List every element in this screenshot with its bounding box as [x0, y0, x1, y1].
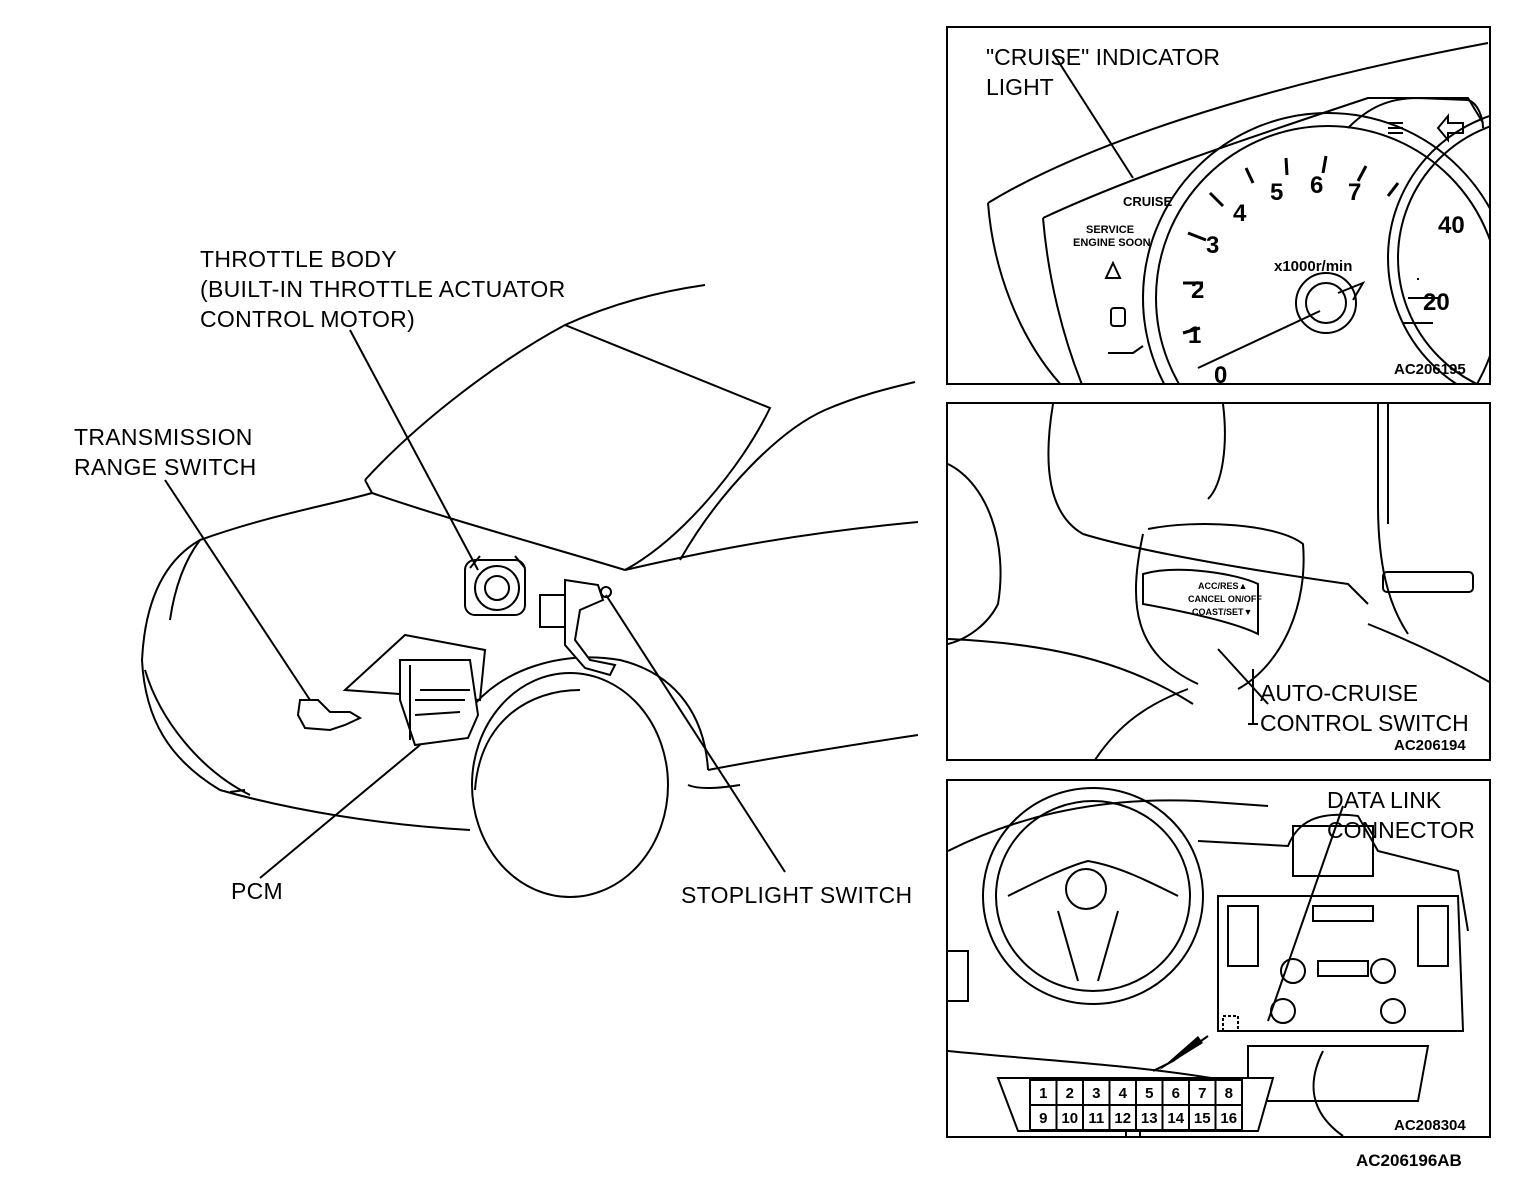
data-link-connector-label: DATA LINK CONNECTOR — [1327, 787, 1475, 843]
tach-number: 5 — [1270, 179, 1283, 206]
service-engine-text-1: SERVICE — [1086, 224, 1134, 236]
dlc-pin-number: 7 — [1198, 1085, 1206, 1102]
cruise-indicator-light-label: "CRUISE" INDICATOR LIGHT — [986, 44, 1220, 100]
tach-number: 6 — [1310, 172, 1323, 199]
tach-number: 3 — [1206, 232, 1219, 259]
tach-unit-text: x1000r/min — [1274, 258, 1352, 275]
stoplight-switch-label: STOPLIGHT SWITCH — [681, 882, 913, 908]
tach-number: 4 — [1233, 200, 1247, 227]
dlc-pin-number: 10 — [1061, 1110, 1078, 1127]
transmission-range-switch-label: TRANSMISSION RANGE SWITCH — [74, 424, 257, 480]
dlc-pin-number: 4 — [1119, 1085, 1128, 1102]
dlc-pin-number: 9 — [1039, 1110, 1047, 1127]
dlc-pin-number: 15 — [1194, 1110, 1211, 1127]
tach-number: 1 — [1188, 322, 1201, 349]
cruise-switch-drawing: ACC/RES▲ CANCEL ON/OFF COAST/SET▼ — [948, 404, 1489, 759]
dlc-pin-number: 12 — [1114, 1110, 1131, 1127]
figure-code: AC206196AB — [1356, 1151, 1462, 1170]
dlc-pin-number: 1 — [1039, 1085, 1047, 1102]
cluster-drawing: CRUISE SERVICE ENGINE SOON x1000r/min 0 … — [987, 42, 1489, 385]
tach-number: 0 — [1214, 362, 1227, 385]
auto-cruise-control-switch-label: AUTO-CRUISE CONTROL SWITCH — [1260, 680, 1469, 736]
dlc-pin-number: 13 — [1141, 1110, 1158, 1127]
dlc-pin-number: 11 — [1088, 1110, 1104, 1127]
dlc-pin-number: 3 — [1092, 1085, 1100, 1102]
service-engine-text-2: ENGINE SOON — [1073, 237, 1151, 249]
dlc-pin-cell — [1214, 1104, 1243, 1131]
dlc-pin-number: 8 — [1225, 1085, 1233, 1102]
dlc-pin-number: 2 — [1066, 1085, 1074, 1102]
pcm-label: PCM — [231, 878, 284, 904]
switch-line-2: CANCEL ON/OFF — [1188, 594, 1262, 604]
dlc-pin-number: 6 — [1172, 1085, 1180, 1102]
switch-line-3: COAST/SET▼ — [1192, 607, 1252, 617]
speed-number: 20 — [1423, 289, 1450, 316]
speed-number: 40 — [1438, 212, 1465, 239]
tach-number: 7 — [1348, 179, 1361, 206]
cruise-switch-inset: ACC/RES▲ CANCEL ON/OFF COAST/SET▼ AUTO-C… — [946, 402, 1491, 761]
tach-number: 2 — [1191, 277, 1204, 304]
switch-line-1: ACC/RES▲ — [1198, 581, 1247, 591]
dlc-pin-number: 5 — [1145, 1085, 1153, 1102]
cruise-indicator-text: CRUISE — [1123, 194, 1172, 209]
dlc-pin-number: 16 — [1220, 1110, 1237, 1127]
cluster-inset-code: AC206195 — [1394, 361, 1466, 378]
dlc-pin-number: 14 — [1167, 1110, 1184, 1127]
dlc-inset-code: AC208304 — [1394, 1117, 1466, 1134]
cruise-switch-inset-code: AC206194 — [1394, 737, 1466, 754]
throttle-body-label: THROTTLE BODY (BUILT-IN THROTTLE ACTUATO… — [200, 246, 566, 332]
cluster-inset: CRUISE SERVICE ENGINE SOON x1000r/min 0 … — [946, 26, 1491, 385]
car-illustration — [140, 284, 919, 898]
